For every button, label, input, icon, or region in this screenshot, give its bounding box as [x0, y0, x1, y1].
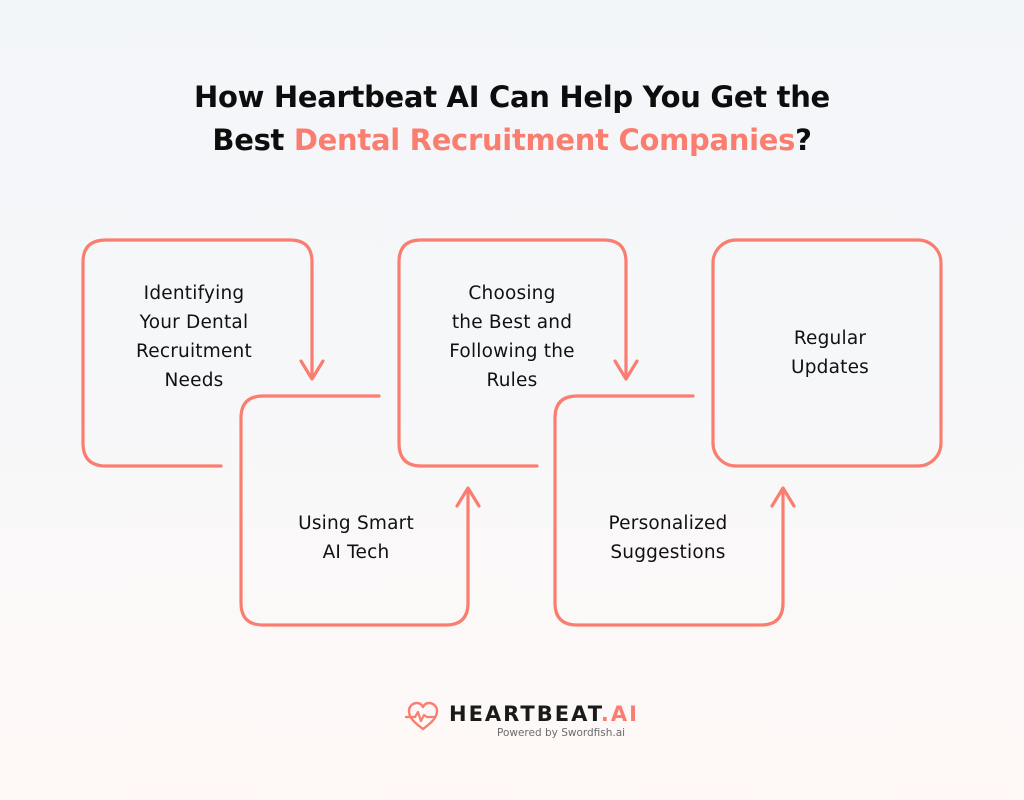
step-5-label: Regular Updates: [790, 328, 870, 378]
arrow-up-icon: [770, 486, 796, 508]
arrow-up-icon: [455, 486, 481, 508]
title-line-2: Best Dental Recruitment Companies?: [212, 123, 812, 157]
step-2-outline: [239, 394, 470, 627]
step-1-outline: [81, 238, 314, 468]
arrow-down-icon: [613, 359, 639, 381]
brand-footer: HEARTBEAT.AI Powered by Swordfish.ai: [405, 698, 637, 748]
step-4-outline: [553, 394, 785, 627]
title-line-1: How Heartbeat AI Can Help You Get the: [194, 80, 830, 114]
heart-pulse-icon: [405, 701, 439, 731]
step-5-outline: [711, 238, 943, 468]
powered-by: Powered by Swordfish.ai: [497, 727, 626, 739]
title-accent: Dental Recruitment Companies: [293, 123, 796, 157]
step-3-label: Choosing the Best and Following the Rule…: [449, 283, 575, 391]
page-title: How Heartbeat AI Can Help You Get the Be…: [0, 76, 1024, 162]
step-4-label: Personalized Suggestions: [608, 513, 728, 563]
brand-name: HEARTBEAT.AI: [449, 702, 639, 726]
arrow-down-icon: [299, 359, 325, 381]
step-1-label: Identifying Your Dental Recruitment Need…: [136, 283, 252, 391]
step-3-outline: [397, 238, 628, 468]
step-2-label: Using Smart AI Tech: [298, 513, 414, 563]
